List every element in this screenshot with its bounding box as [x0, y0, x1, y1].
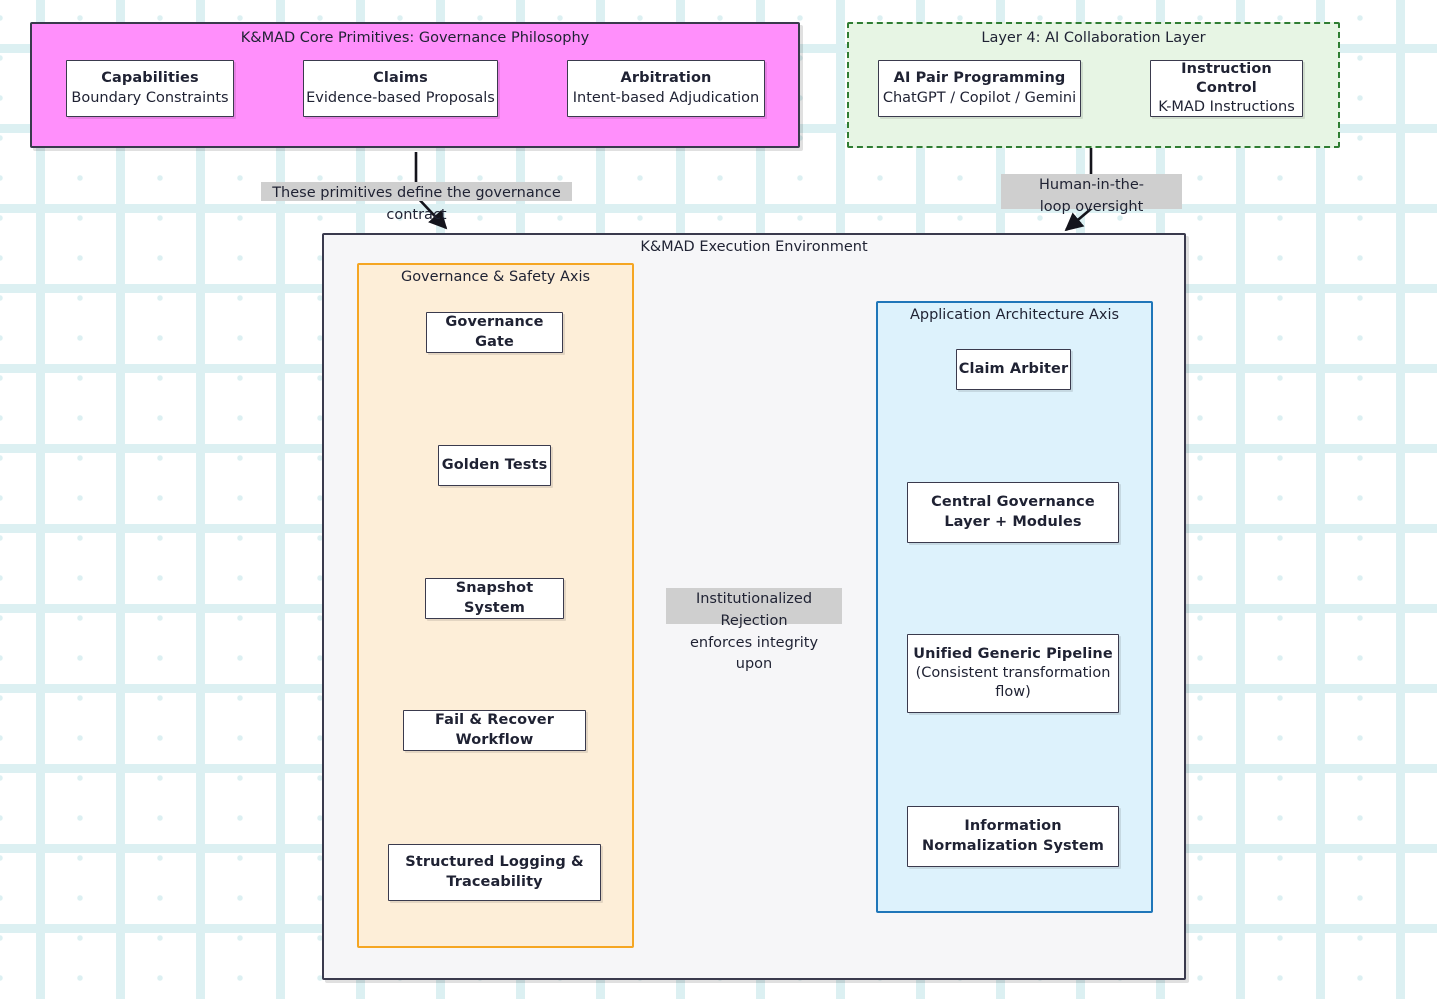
- node-instruction-control-title: Instruction Control: [1181, 60, 1272, 96]
- node-information-normalization-system-title: Information Normalization System: [922, 818, 1104, 854]
- node-instruction-control-subtitle: K-MAD Instructions: [1158, 99, 1295, 116]
- node-governance-gate-title: Governance Gate: [445, 314, 544, 350]
- node-arbitration-title: Arbitration: [620, 70, 712, 87]
- node-claims[interactable]: Claims Evidence-based Proposals: [303, 60, 498, 117]
- node-ai-pair-programming-title: AI Pair Programming: [893, 70, 1066, 87]
- node-central-governance-layer-title: Central Governance Layer + Modules: [931, 494, 1095, 530]
- cluster-title-core-primitives: K&MAD Core Primitives: Governance Philos…: [240, 30, 590, 46]
- node-unified-generic-pipeline-subtitle: (Consistent transformation flow): [915, 664, 1111, 701]
- node-claim-arbiter[interactable]: Claim Arbiter: [956, 349, 1071, 390]
- edge-label-primitives-to-exec: These primitives define the governance c…: [261, 182, 572, 223]
- cluster-title-governance-safety-axis: Governance & Safety Axis: [400, 269, 591, 285]
- node-claims-title: Claims: [373, 70, 428, 87]
- node-unified-generic-pipeline[interactable]: Unified Generic Pipeline (Consistent tra…: [907, 634, 1119, 713]
- node-capabilities[interactable]: Capabilities Boundary Constraints: [66, 60, 234, 117]
- node-golden-tests-title: Golden Tests: [441, 456, 548, 473]
- node-capabilities-title: Capabilities: [101, 70, 199, 87]
- edge-label-layer4-to-exec: Human-in-the- loop oversight: [1001, 174, 1182, 215]
- cluster-title-execution-environment: K&MAD Execution Environment: [640, 239, 868, 255]
- edge-label-gov-to-app: Institutionalized Rejection enforces int…: [666, 588, 842, 672]
- cluster-title-application-architecture-axis: Application Architecture Axis: [909, 307, 1120, 323]
- node-fail-recover-workflow-title: Fail & Recover Workflow: [435, 712, 554, 748]
- node-unified-generic-pipeline-title: Unified Generic Pipeline: [913, 645, 1113, 662]
- node-arbitration[interactable]: Arbitration Intent-based Adjudication: [567, 60, 765, 117]
- node-central-governance-layer[interactable]: Central Governance Layer + Modules: [907, 482, 1119, 543]
- node-snapshot-system-title: Snapshot System: [455, 580, 534, 616]
- node-capabilities-subtitle: Boundary Constraints: [71, 89, 229, 106]
- node-arbitration-subtitle: Intent-based Adjudication: [572, 89, 760, 106]
- node-snapshot-system[interactable]: Snapshot System: [425, 578, 564, 619]
- node-governance-gate[interactable]: Governance Gate: [426, 312, 563, 353]
- cluster-title-layer4: Layer 4: AI Collaboration Layer: [981, 30, 1206, 46]
- node-structured-logging-title: Structured Logging & Traceability: [405, 854, 584, 890]
- node-golden-tests[interactable]: Golden Tests: [438, 445, 551, 486]
- node-claim-arbiter-title: Claim Arbiter: [958, 360, 1069, 377]
- node-information-normalization-system[interactable]: Information Normalization System: [907, 806, 1119, 867]
- node-fail-recover-workflow[interactable]: Fail & Recover Workflow: [403, 710, 586, 751]
- node-instruction-control[interactable]: Instruction Control K-MAD Instructions: [1150, 60, 1303, 117]
- node-structured-logging[interactable]: Structured Logging & Traceability: [388, 844, 601, 901]
- node-claims-subtitle: Evidence-based Proposals: [306, 89, 495, 106]
- node-ai-pair-programming-subtitle: ChatGPT / Copilot / Gemini: [882, 89, 1077, 106]
- node-ai-pair-programming[interactable]: AI Pair Programming ChatGPT / Copilot / …: [878, 60, 1081, 117]
